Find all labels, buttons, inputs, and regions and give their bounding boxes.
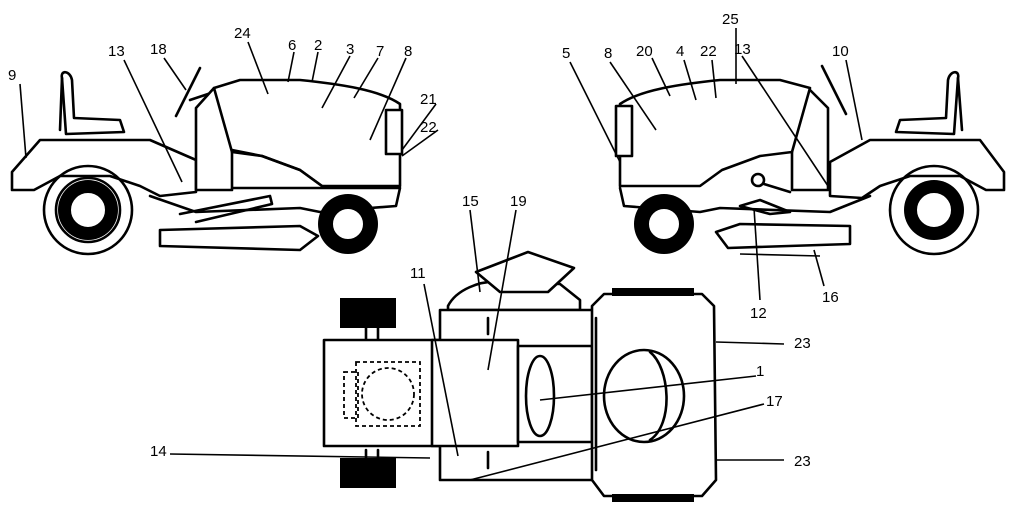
callout-13-left: 13 [108,43,125,60]
callout-20: 20 [636,43,653,60]
callout-18: 18 [150,41,167,58]
callout-15: 15 [462,193,479,210]
callout-21: 21 [420,91,437,108]
callout-2: 2 [314,37,322,54]
callout-8-right: 8 [604,45,612,62]
callout-25: 25 [722,11,739,28]
callout-24: 24 [234,25,251,42]
callout-19: 19 [510,193,527,210]
callout-13-right: 13 [734,41,751,58]
callout-23-top: 23 [794,335,811,352]
callout-labels: 9 13 18 24 6 2 3 7 8 21 22 5 8 20 4 22 2… [8,11,849,470]
callout-9: 9 [8,67,16,84]
leader-lines [19,28,863,481]
callout-8-left: 8 [404,43,412,60]
callout-17: 17 [766,393,783,410]
callout-23-bottom: 23 [794,453,811,470]
callout-16: 16 [822,289,839,306]
callout-4: 4 [676,43,684,60]
callout-22-left: 22 [420,119,437,136]
tractor-left-side-view [10,66,404,256]
callout-5: 5 [562,45,570,62]
callout-6: 6 [288,37,296,54]
callout-7: 7 [376,43,384,60]
callout-11: 11 [410,265,426,282]
callout-12: 12 [750,305,767,322]
tractor-top-view [322,250,718,502]
callout-10: 10 [832,43,849,60]
callout-14: 14 [150,443,167,460]
callout-22-right: 22 [700,43,717,60]
callout-1: 1 [756,363,764,380]
callout-3: 3 [346,41,354,58]
tractor-right-side-view [614,64,1006,257]
